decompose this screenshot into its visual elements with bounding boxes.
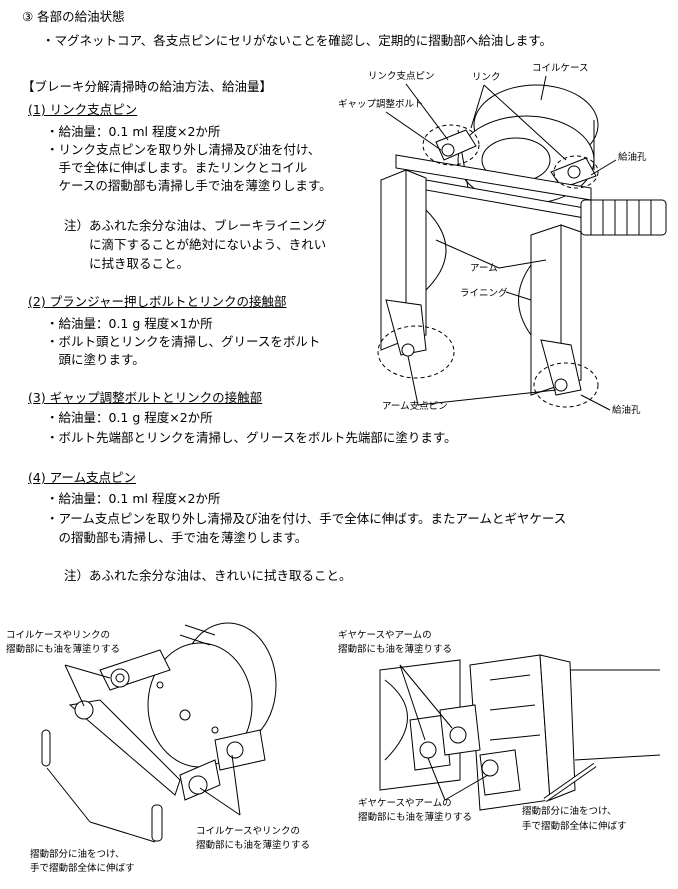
item-4-line: の摺動部も清掃し、手で油を薄塗りします。 — [46, 530, 308, 545]
item-2-line: 頭に塗ります。 — [46, 352, 145, 367]
item-4-line: ・アーム支点ピンを取り外し清掃及び油を付け、手で全体に伸ばす。またアームとギヤケ… — [46, 511, 567, 526]
label-gap-bolt: ギャップ調整ボルト — [338, 99, 424, 110]
bl-label-bl-1: 摺動部分に油をつけ、 — [30, 849, 125, 860]
item-1-note: に拭き取ること。 — [64, 256, 190, 271]
item-4-note: 注）あふれた余分な油は、きれいに拭き取ること。 — [64, 568, 352, 583]
section-intro: ・マグネットコア、各支点ピンにセリがないことを確認し、定期的に摺動部へ給油します… — [42, 33, 553, 48]
bl-label-top-1: コイルケースやリンクの — [6, 630, 111, 641]
item-3-line: ・給油量：0.1 g 程度×2か所 — [46, 410, 213, 425]
bl-label-br-2: 摺動部にも油を薄塗りする — [196, 840, 311, 851]
item-1-note: 注）あふれた余分な油は、ブレーキライニング — [64, 218, 327, 233]
item-1-line: ・リンク支点ピンを取り外し清掃及び油を付け、 — [46, 142, 321, 157]
br-label-top-1: ギヤケースやアームの — [338, 630, 432, 641]
item-3-line: ・ボルト先端部とリンクを清掃し、グリースをボルト先端部に塗ります。 — [46, 430, 457, 445]
br-label-bottom-1: ギヤケースやアームの — [358, 798, 452, 809]
label-oil-hole-bottom: 給油孔 — [612, 405, 641, 416]
item-1-line: 手で全体に伸ばします。またリンクとコイル — [46, 160, 308, 175]
item-1-heading: (1) リンク支点ピン — [28, 102, 138, 117]
method-title: 【ブレーキ分解清掃時の給油方法、給油量】 — [22, 79, 273, 94]
label-arm: アーム — [470, 263, 498, 274]
item-4-line: ・給油量：0.1 ml 程度×2か所 — [46, 491, 221, 506]
label-coil-case: コイルケース — [532, 63, 589, 74]
gear-case-diagram — [379, 654, 661, 811]
br-label-top-2: 摺動部にも油を薄塗りする — [338, 644, 453, 655]
item-1-note: に滴下することが絶対にないよう、きれい — [64, 237, 327, 252]
br-label-bottom-2: 摺動部にも油を薄塗りする — [358, 812, 473, 823]
br-label-right-2: 手で摺動部全体に伸ばす — [522, 821, 627, 832]
item-2-line: ・給油量：0.1 g 程度×1か所 — [46, 316, 213, 331]
item-1-line: ・給油量：0.1 ml 程度×2か所 — [46, 124, 221, 139]
brake-assembly-diagram — [377, 75, 667, 411]
label-link: リンク — [472, 72, 501, 83]
item-4-heading: (4) アーム支点ピン — [28, 470, 137, 485]
bl-label-top-2: 摺動部にも油を薄塗りする — [6, 644, 121, 655]
item-2-line: ・ボルト頭とリンクを清掃し、グリースをボルト — [46, 334, 321, 349]
label-oil-hole-top: 給油孔 — [618, 152, 647, 163]
bl-label-bl-2: 手で摺動部全体に伸ばす — [30, 863, 135, 874]
label-link-pivot-pin: リンク支点ピン — [368, 71, 435, 82]
item-2-heading: (2) プランジャー押しボルトとリンクの接触部 — [28, 294, 287, 309]
label-lining: ライニング — [460, 288, 508, 299]
bl-label-br-1: コイルケースやリンクの — [196, 826, 301, 837]
label-arm-pivot-pin: アーム支点ピン — [382, 401, 448, 412]
item-3-heading: (3) ギャップ調整ボルトとリンクの接触部 — [28, 390, 263, 405]
br-label-right-1: 摺動部分に油をつけ、 — [522, 806, 617, 817]
coil-case-diagram — [41, 622, 277, 843]
section-heading: ③ 各部の給油状態 — [22, 9, 125, 24]
item-1-line: ケースの摺動部も清掃し手で油を薄塗りします。 — [46, 178, 332, 193]
